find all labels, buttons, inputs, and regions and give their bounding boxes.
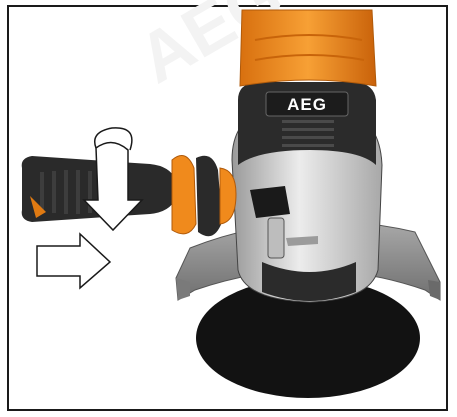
figure-border xyxy=(7,5,448,411)
brand-logo: AEG xyxy=(287,95,327,114)
side-handle xyxy=(21,155,237,237)
grinding-disc xyxy=(196,278,420,398)
rotation-arrow-icon xyxy=(82,127,144,232)
push-arrow-icon xyxy=(36,232,112,290)
motor-housing xyxy=(239,9,377,87)
